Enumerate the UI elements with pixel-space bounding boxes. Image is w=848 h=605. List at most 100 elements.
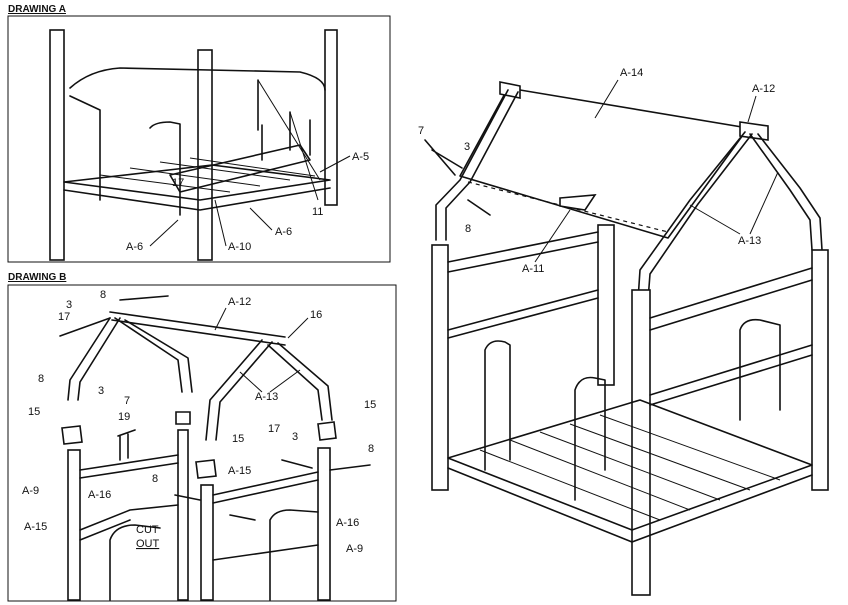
main-label-a12: A-12 [752, 83, 775, 95]
main-a11-plate [559, 194, 597, 211]
drawing-b-label-a9-right: A-9 [346, 543, 363, 555]
leader-b-a13 [239, 369, 301, 393]
drawing-b-bolts-top [59, 295, 169, 337]
drawing-b-label-15-mid: 15 [232, 433, 244, 445]
drawing-b-label-a13: A-13 [255, 391, 278, 403]
drawing-b-right-rafter-b [267, 342, 333, 421]
drawing-a-inner-rail [149, 121, 181, 216]
drawing-a-label-11: 11 [312, 206, 323, 218]
main-post-front-right [631, 289, 651, 596]
drawing-b-cap-center-left [175, 411, 191, 425]
drawing-b-post-mid [177, 429, 189, 601]
drawing-b-label-a16-right: A-16 [336, 517, 359, 529]
main-post-back-center [597, 224, 615, 386]
main-inner-loop-left [484, 340, 511, 471]
drawing-a: DRAWING A 17 A-5 11 A-6 A-10 A-6 [7, 4, 391, 263]
drawing-a-platform [63, 164, 331, 201]
drawing-b-rail-front [212, 471, 319, 504]
drawing-a-side-rail [69, 95, 101, 201]
drawing-b-cap-right [317, 421, 337, 441]
leader-b-16 [287, 317, 309, 339]
drawing-b-label-out: OUT [136, 538, 160, 550]
leader-main-a11 [534, 209, 571, 263]
drawing-b-bolts-front [174, 494, 256, 521]
drawing-b-rail-back [79, 454, 179, 479]
drawing-b-label-3-top: 3 [66, 299, 72, 311]
drawing-b-label-a9-left: A-9 [22, 485, 39, 497]
main-bolts [424, 139, 463, 176]
drawing-b-label-16: 16 [310, 309, 322, 321]
drawing-a-title: DRAWING A [8, 4, 66, 15]
main-rafter-right-back [749, 133, 823, 251]
main-label-8: 8 [465, 223, 471, 235]
main-rail-back [447, 289, 599, 339]
drawing-a-top-rail [69, 67, 326, 91]
drawing-a-platform-edge [63, 187, 331, 211]
drawing-b-label-8-left: 8 [38, 373, 44, 385]
drawing-b-lower-rail [79, 504, 179, 541]
drawing-b-post-left [67, 449, 81, 601]
drawing-a-label-17: 17 [172, 177, 184, 189]
main-inner-loop-front [574, 376, 606, 501]
drawing-b-label-15-right: 15 [364, 399, 376, 411]
leader-main-a12 [747, 95, 757, 123]
drawing-a-leader-lines [257, 79, 321, 201]
drawing-b-label-a15-mid: A-15 [228, 465, 251, 477]
leader-main-a13 [689, 171, 779, 235]
drawing-b-label-a15-left: A-15 [24, 521, 47, 533]
drawing-b-label-17-top: 17 [58, 311, 70, 323]
drawing-b-cap-center [195, 459, 217, 479]
main-bolt-lower [467, 199, 491, 216]
leader-a10 [214, 199, 227, 247]
main-assembly: A-14 A-12 7 3 8 A-11 A-13 [418, 67, 829, 596]
leader-a6-left [149, 219, 179, 247]
main-post-front-left [431, 244, 449, 491]
main-top-tube-end-right [739, 121, 769, 141]
drawing-a-slats [99, 157, 316, 193]
main-rail-right [649, 267, 813, 331]
drawing-b-label-3-left: 3 [98, 385, 104, 397]
leader-a5 [319, 155, 351, 173]
drawing-b-label-cut: CUT [136, 524, 159, 536]
drawing-a-post-front [197, 49, 213, 261]
drawing-a-label-a6-right: A-6 [275, 226, 292, 238]
drawing-a-label-a6-left: A-6 [126, 241, 143, 253]
drawing-b-top-bar [109, 311, 286, 346]
drawing-b-title: DRAWING B [8, 272, 66, 283]
drawing-b-inner-loop-right [269, 509, 319, 601]
drawing-a-frame [7, 15, 391, 263]
main-deck-slats [479, 414, 781, 521]
drawing-a-post-right [324, 29, 338, 206]
main-label-a11: A-11 [522, 263, 544, 275]
drawing-b-label-8-right: 8 [368, 443, 374, 455]
leader-main-a14 [594, 79, 619, 119]
drawing-b-label-17-right: 17 [268, 423, 280, 435]
main-inner-loop-right [739, 318, 781, 421]
leader-b-a12 [214, 307, 227, 331]
drawing-b-cap-left [61, 425, 83, 445]
drawing-a-board [169, 144, 311, 193]
drawing-b-label-8-mid: 8 [152, 473, 158, 485]
drawing-b-inner-loop-left [109, 524, 161, 601]
drawing-b-label-3-right: 3 [292, 431, 298, 443]
drawing-a-label-a5: A-5 [352, 151, 369, 163]
drawing-b-rail-stub [329, 464, 371, 471]
drawing-b-left-rafter-b [114, 317, 193, 393]
drawing-b: DRAWING B 8 3 17 A-12 [7, 272, 397, 602]
drawing-b-post-front [200, 484, 214, 601]
drawing-b-right-rafter-a [205, 339, 273, 441]
main-rail-left [447, 231, 599, 273]
drawing-b-label-8-top: 8 [100, 289, 106, 301]
main-canopy-fold-line [467, 181, 669, 233]
drawing-b-frame [7, 284, 397, 602]
main-deck-edge [447, 467, 813, 543]
main-rafter-right-front [637, 131, 753, 301]
drawing-b-label-a12: A-12 [228, 296, 251, 308]
main-deck [447, 399, 813, 531]
main-post-back-right [811, 249, 829, 491]
leader-a6-right [249, 207, 273, 231]
drawing-b-post-right [317, 447, 331, 601]
drawing-b-bolts-side [117, 429, 313, 469]
drawing-b-label-19: 19 [118, 411, 130, 423]
